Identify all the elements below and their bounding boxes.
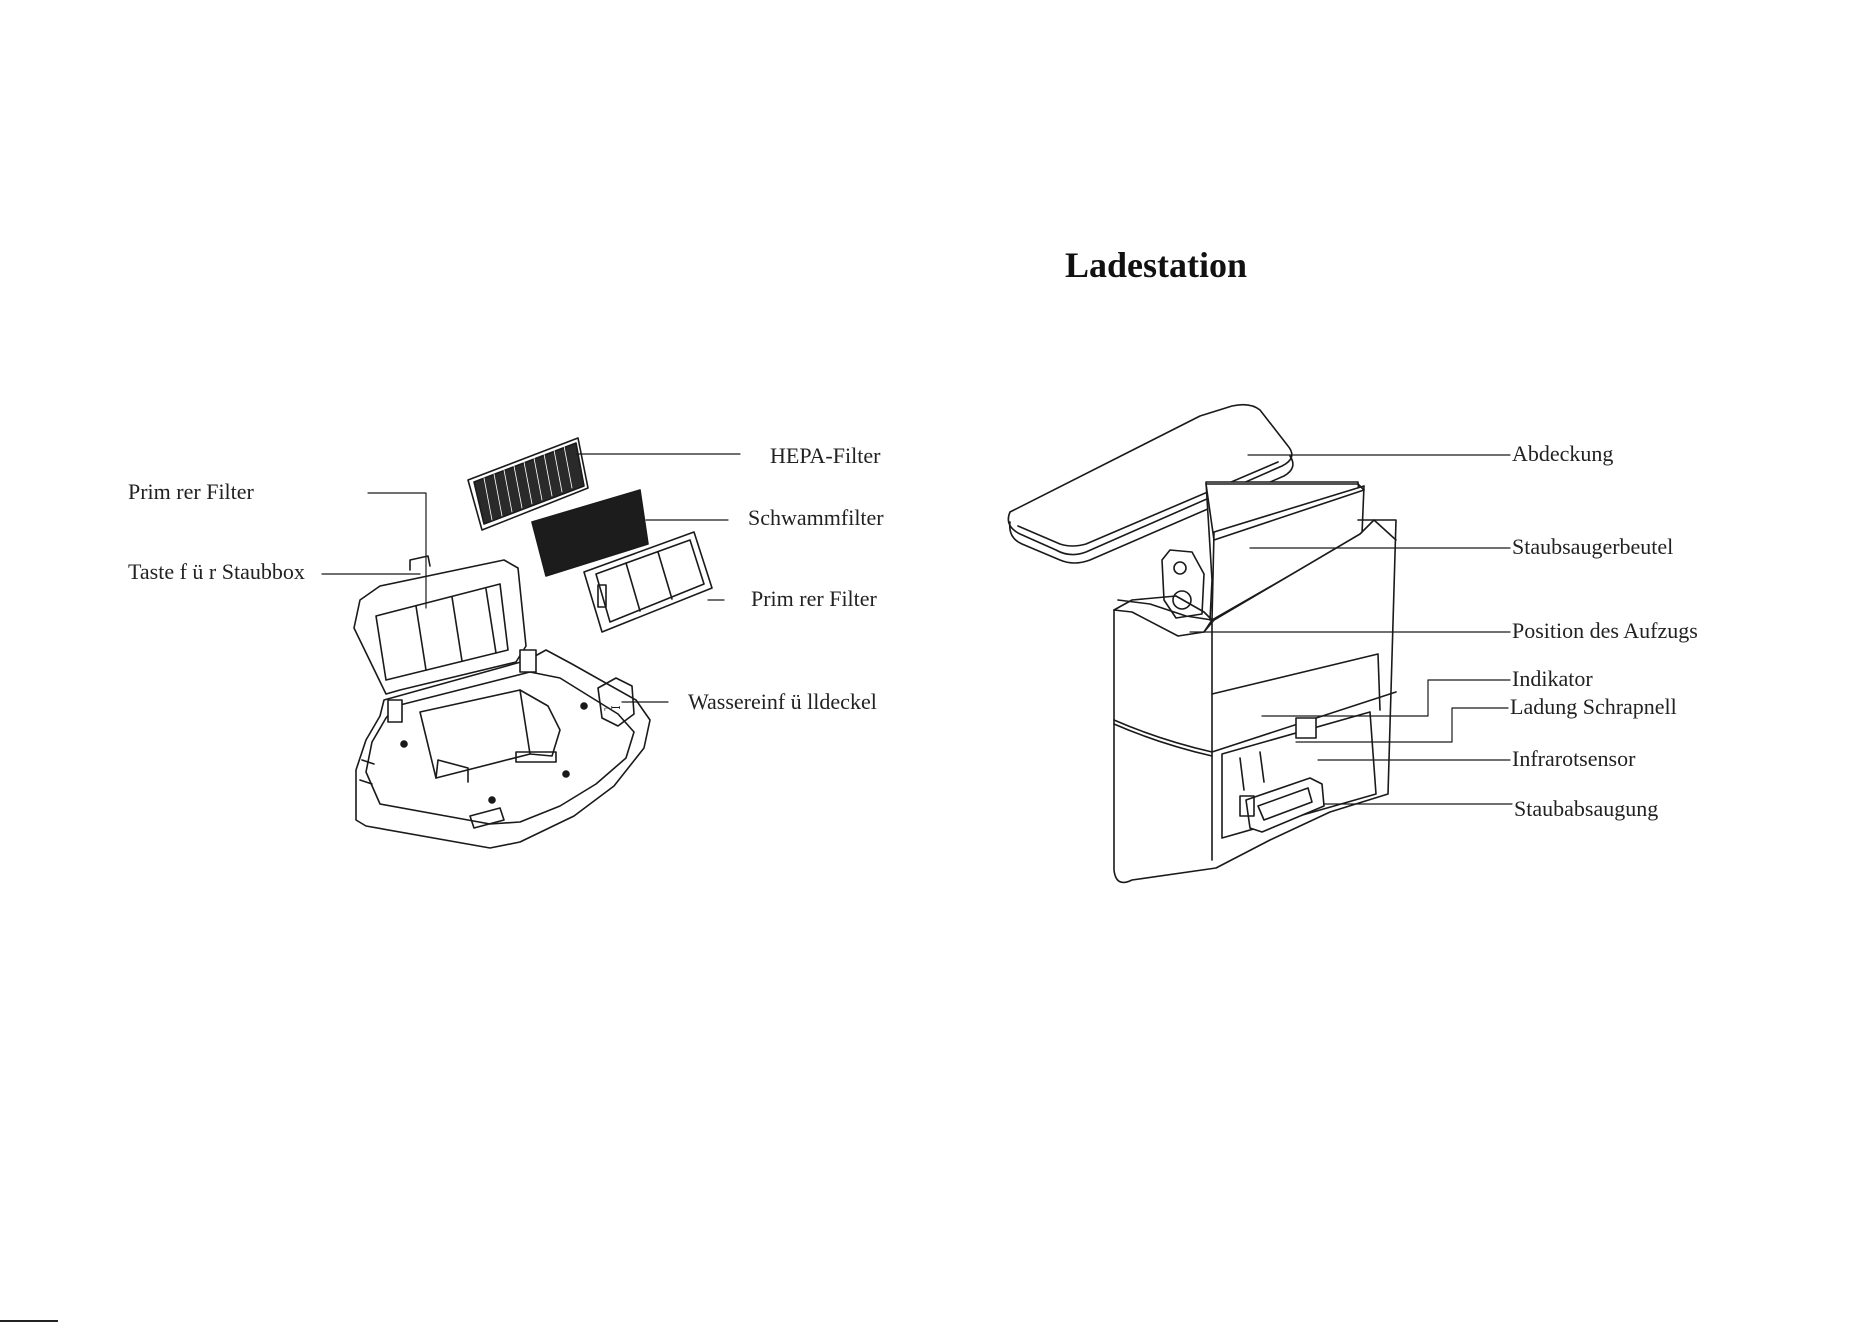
label-dust-bag: Staubsaugerbeutel: [1512, 534, 1673, 560]
label-lift-position: Position des Aufzugs: [1512, 618, 1698, 644]
label-hepa-filter: HEPA-Filter: [770, 443, 880, 469]
label-primary-filter-right: Prim rer Filter: [751, 586, 877, 612]
page-title: Ladestation: [1065, 244, 1247, 286]
station-drawing: [1114, 482, 1396, 882]
label-indicator: Indikator: [1512, 666, 1593, 692]
label-dustbox-button: Taste f ü r Staubbox: [128, 559, 305, 585]
label-charging-contact: Ladung Schrapnell: [1510, 694, 1677, 720]
label-sponge-filter: Schwammfilter: [748, 505, 884, 531]
svg-text:⌐ꟷ: ⌐ꟷ: [604, 701, 621, 715]
label-water-cap: Wassereinf ü lldeckel: [688, 689, 877, 715]
label-primary-filter-left: Prim rer Filter: [128, 479, 254, 505]
label-infrared-sensor: Infrarotsensor: [1512, 746, 1635, 772]
label-dust-suction: Staubabsaugung: [1514, 796, 1658, 822]
label-cover: Abdeckung: [1512, 441, 1613, 467]
footer-rule: [0, 1320, 58, 1322]
